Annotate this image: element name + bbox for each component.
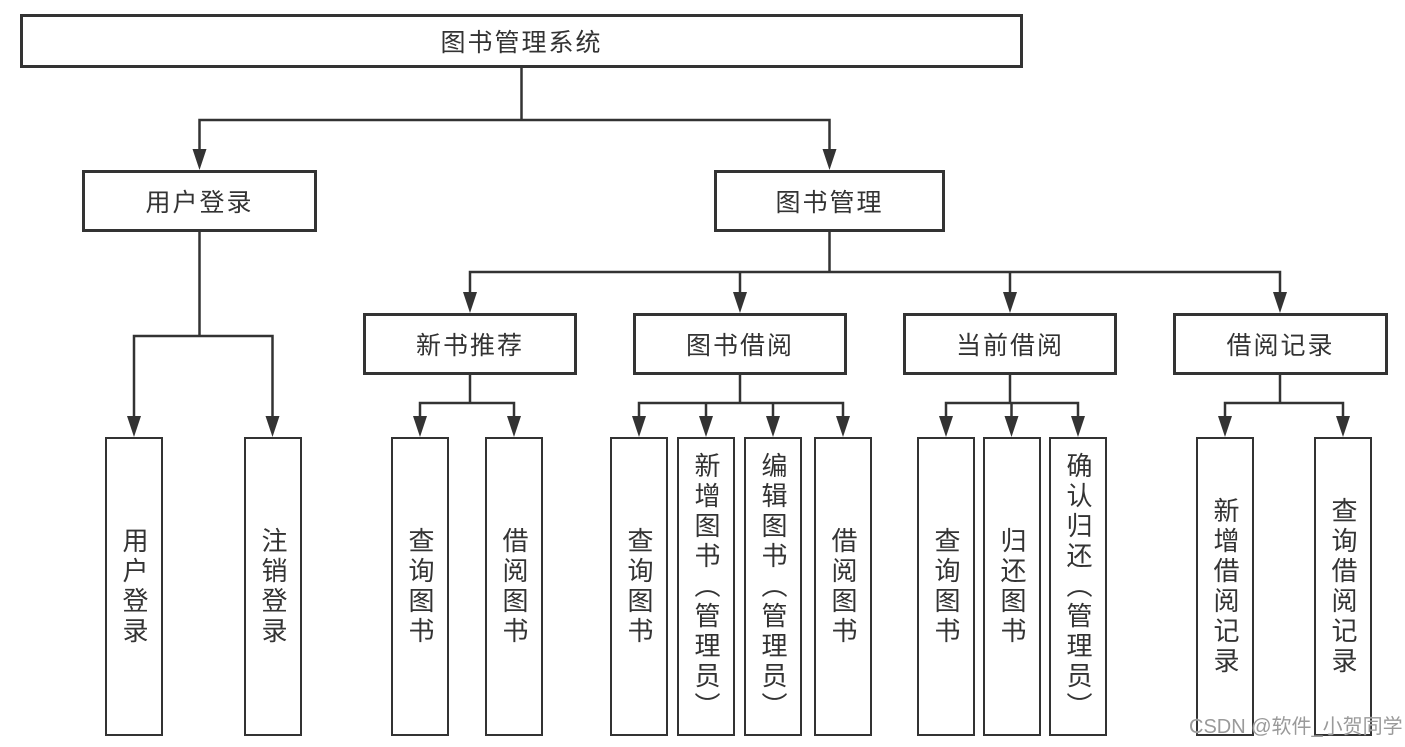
node-label: 图书管理 bbox=[775, 189, 884, 217]
arrowhead bbox=[1218, 416, 1232, 437]
leaf-label: 新增图书（管理员） bbox=[691, 451, 721, 722]
node-user-login: 用户登录 bbox=[82, 170, 317, 232]
arrowhead bbox=[1004, 416, 1019, 437]
leaf-query-books: 查询图书 bbox=[391, 437, 449, 736]
arrowhead bbox=[192, 149, 207, 170]
arrowhead bbox=[507, 416, 521, 437]
arrowhead bbox=[127, 416, 141, 437]
leaf-label: 注销登录 bbox=[258, 526, 288, 647]
node-label: 图书借阅 bbox=[685, 332, 794, 360]
csdn-watermark: CSDN @软件_小贺同学 bbox=[1189, 716, 1403, 738]
leaf-label: 查询图书 bbox=[405, 526, 435, 647]
leaf-confirm-return-admin: 确认归还（管理员） bbox=[1049, 437, 1107, 736]
node-library-management-system: 图书管理系统 bbox=[20, 14, 1023, 68]
leaf-label: 查询图书 bbox=[624, 526, 654, 647]
leaf-query-borrow-record: 查询借阅记录 bbox=[1314, 437, 1372, 736]
leaf-borrow-books: 借阅图书 bbox=[485, 437, 543, 736]
node-borrowing-records: 借阅记录 bbox=[1173, 313, 1388, 375]
leaf-return-book: 归还图书 bbox=[983, 437, 1041, 736]
leaf-add-borrow-record: 新增借阅记录 bbox=[1196, 437, 1254, 736]
node-new-book-recommendation: 新书推荐 bbox=[363, 313, 577, 375]
arrowhead bbox=[1071, 416, 1085, 437]
arrowhead bbox=[939, 416, 953, 437]
arrowhead bbox=[733, 292, 747, 313]
arrowhead bbox=[822, 149, 837, 170]
node-label: 新书推荐 bbox=[415, 332, 524, 360]
leaf-label: 确认归还（管理员） bbox=[1063, 451, 1093, 722]
node-label: 用户登录 bbox=[145, 189, 254, 217]
leaf-query-books-2: 查询图书 bbox=[610, 437, 668, 736]
leaf-add-book-admin: 新增图书（管理员） bbox=[677, 437, 735, 736]
leaf-logout: 注销登录 bbox=[244, 437, 302, 736]
arrowhead bbox=[766, 416, 780, 437]
arrowhead bbox=[632, 416, 646, 437]
node-label: 图书管理系统 bbox=[440, 29, 603, 57]
tree-edges bbox=[132, 66, 1345, 425]
leaf-edit-book-admin: 编辑图书（管理员） bbox=[744, 437, 802, 736]
arrowhead bbox=[413, 416, 427, 437]
node-current-borrowing: 当前借阅 bbox=[903, 313, 1117, 375]
arrowhead bbox=[699, 416, 713, 437]
leaf-label: 借阅图书 bbox=[499, 526, 529, 647]
arrowhead bbox=[836, 416, 850, 437]
leaf-label: 新增借阅记录 bbox=[1210, 496, 1240, 677]
node-label: 当前借阅 bbox=[955, 332, 1064, 360]
leaf-label: 查询借阅记录 bbox=[1328, 496, 1358, 677]
leaf-label: 编辑图书（管理员） bbox=[758, 451, 788, 722]
arrowhead bbox=[265, 416, 280, 437]
arrowhead bbox=[1003, 292, 1017, 313]
leaf-label: 归还图书 bbox=[997, 526, 1027, 647]
arrowhead bbox=[1336, 416, 1350, 437]
leaf-label: 查询图书 bbox=[931, 526, 961, 647]
node-book-management: 图书管理 bbox=[714, 170, 945, 232]
arrowhead bbox=[463, 292, 477, 313]
leaf-user-login: 用户登录 bbox=[105, 437, 163, 736]
leaf-query-books-3: 查询图书 bbox=[917, 437, 975, 736]
arrowhead bbox=[1273, 292, 1287, 313]
arrowheads bbox=[127, 149, 1350, 437]
leaf-label: 用户登录 bbox=[119, 526, 149, 647]
node-book-borrowing: 图书借阅 bbox=[633, 313, 847, 375]
node-label: 借阅记录 bbox=[1226, 332, 1335, 360]
leaf-label: 借阅图书 bbox=[828, 526, 858, 647]
leaf-borrow-books-2: 借阅图书 bbox=[814, 437, 872, 736]
